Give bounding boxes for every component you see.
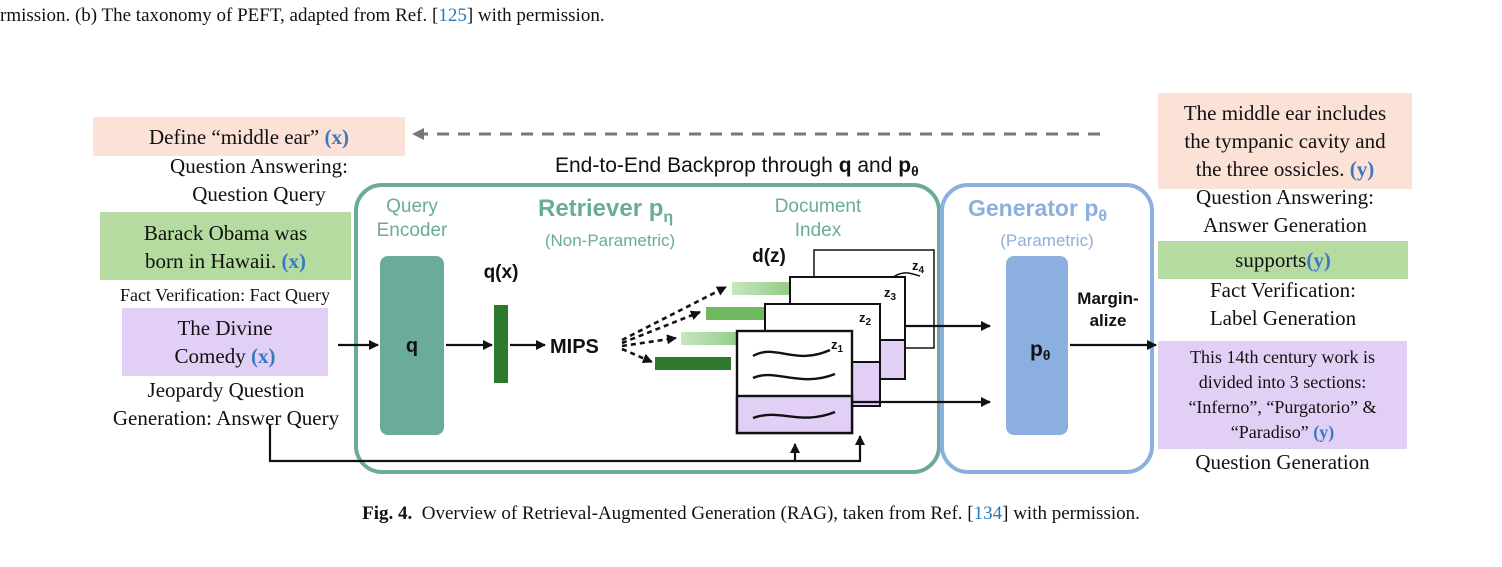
- output-text-answer-2: the tympanic cavity and: [1184, 129, 1386, 153]
- backprop-label: End-to-End Backprop through q and pθ: [555, 154, 919, 179]
- output-box-answer: [1158, 93, 1412, 189]
- query-encoder-label-1: Query: [386, 196, 438, 217]
- input-task-question-2: Question Query: [192, 182, 326, 206]
- y-marker: (y): [1313, 422, 1335, 442]
- retriever-title: Retriever pη: [538, 195, 673, 226]
- y-marker: (y): [1306, 248, 1331, 272]
- doc-label-z2: z2: [859, 310, 872, 328]
- input-text-jeopardy-2: Comedy (x): [174, 344, 276, 368]
- doc-vector-3: [706, 307, 768, 320]
- qx-label: q(x): [484, 262, 519, 283]
- output-box-jeopardy: [1158, 341, 1407, 449]
- input-box-jeopardy: [122, 308, 328, 376]
- output-text-jeopardy-4: “Paradiso” (y): [1230, 422, 1335, 442]
- mips-dotted-arrows: [621, 285, 727, 364]
- generator-box: [1006, 256, 1068, 435]
- document-card-1: [735, 329, 854, 435]
- output-task-jeopardy: Question Generation: [1195, 450, 1370, 474]
- doc-label-z1: z1: [831, 337, 844, 355]
- query-box-label: q: [406, 335, 418, 357]
- input-box-question: [93, 117, 405, 156]
- rag-figure: Define “middle ear” (x) Question Answeri…: [93, 93, 1412, 474]
- x-marker: (x): [250, 344, 276, 368]
- marginalize-label-1: Margin-: [1077, 289, 1138, 308]
- input-task-question-1: Question Answering:: [170, 154, 348, 178]
- output-text-supports: supports(y): [1235, 248, 1331, 272]
- top-text-line: rmission. (b) The taxonomy of PEFT, adap…: [0, 5, 605, 27]
- input-text-fact-2: born in Hawaii. (x): [145, 249, 306, 273]
- document-index-label-2: Index: [795, 220, 842, 241]
- input-task-fact: Fact Verification: Fact Query: [119, 285, 331, 305]
- marginalize-label-2: alize: [1090, 311, 1127, 330]
- query-encoder-box: [380, 256, 444, 435]
- retriever-container: [354, 183, 941, 474]
- output-text-answer-1: The middle ear includes: [1183, 101, 1387, 125]
- x-marker: (x): [281, 249, 306, 273]
- caption-label: Fig. 4.: [362, 503, 413, 524]
- caption-ref-link[interactable]: 134: [973, 503, 1003, 524]
- input-task-jeopardy-1: Jeopardy Question: [147, 378, 305, 402]
- doc-vector-1: [655, 357, 731, 370]
- output-task-fact-1: Fact Verification:: [1210, 278, 1356, 302]
- doc-vector-4: [732, 282, 792, 295]
- doc-label-z3: z3: [884, 285, 897, 303]
- input-text-jeopardy-1: The Divine: [177, 316, 273, 340]
- top-text-after: ] with permission.: [466, 5, 605, 26]
- rag-diagram-svg: End-to-End Backprop through q and pθ Que…: [268, 128, 1157, 474]
- x-marker: (x): [324, 125, 350, 149]
- input-text-question: Define “middle ear” (x): [149, 125, 350, 149]
- generator-title: Generator pθ: [968, 195, 1107, 225]
- query-encoder-label-2: Encoder: [377, 220, 448, 241]
- output-text-jeopardy-2: divided into 3 sections:: [1198, 372, 1367, 392]
- output-task-answer-2: Answer Generation: [1203, 213, 1367, 237]
- retriever-subtitle: (Non-Parametric): [545, 231, 675, 250]
- input-task-jeopardy-2: Generation: Answer Query: [112, 406, 340, 430]
- output-text-jeopardy-3: “Inferno”, “Purgatorio” &: [1188, 397, 1377, 417]
- output-text-answer-3: the three ossicles. (y): [1195, 157, 1375, 181]
- generator-container: [940, 183, 1154, 474]
- top-ref-link[interactable]: 125: [438, 5, 467, 26]
- top-text: rmission. (b) The taxonomy of PEFT, adap…: [0, 5, 439, 26]
- generator-box-label: pθ: [1030, 338, 1050, 363]
- generator-subtitle: (Parametric): [1000, 231, 1094, 250]
- output-box-supports: [1158, 241, 1408, 279]
- caption-text-after: ] with permission.: [1002, 503, 1140, 524]
- dz-label: d(z): [752, 246, 786, 267]
- output-text-jeopardy-1: This 14th century work is: [1190, 347, 1375, 367]
- y-marker: (y): [1349, 157, 1375, 181]
- document-index-label-1: Document: [775, 196, 862, 217]
- doc-label-z4: z4: [912, 258, 925, 276]
- figure-caption: Fig. 4. Overview of Retrieval-Augmented …: [0, 503, 1502, 525]
- doc-vector-2: [681, 332, 743, 345]
- output-task-answer-1: Question Answering:: [1196, 185, 1374, 209]
- mips-label: MIPS: [550, 336, 599, 358]
- qx-vector-bar: [494, 305, 508, 383]
- caption-text: Overview of Retrieval-Augmented Generati…: [421, 503, 974, 524]
- input-routing-line: [268, 425, 862, 463]
- output-task-fact-2: Label Generation: [1209, 306, 1357, 330]
- input-text-fact-1: Barack Obama was: [143, 221, 308, 245]
- input-box-fact: [100, 212, 351, 280]
